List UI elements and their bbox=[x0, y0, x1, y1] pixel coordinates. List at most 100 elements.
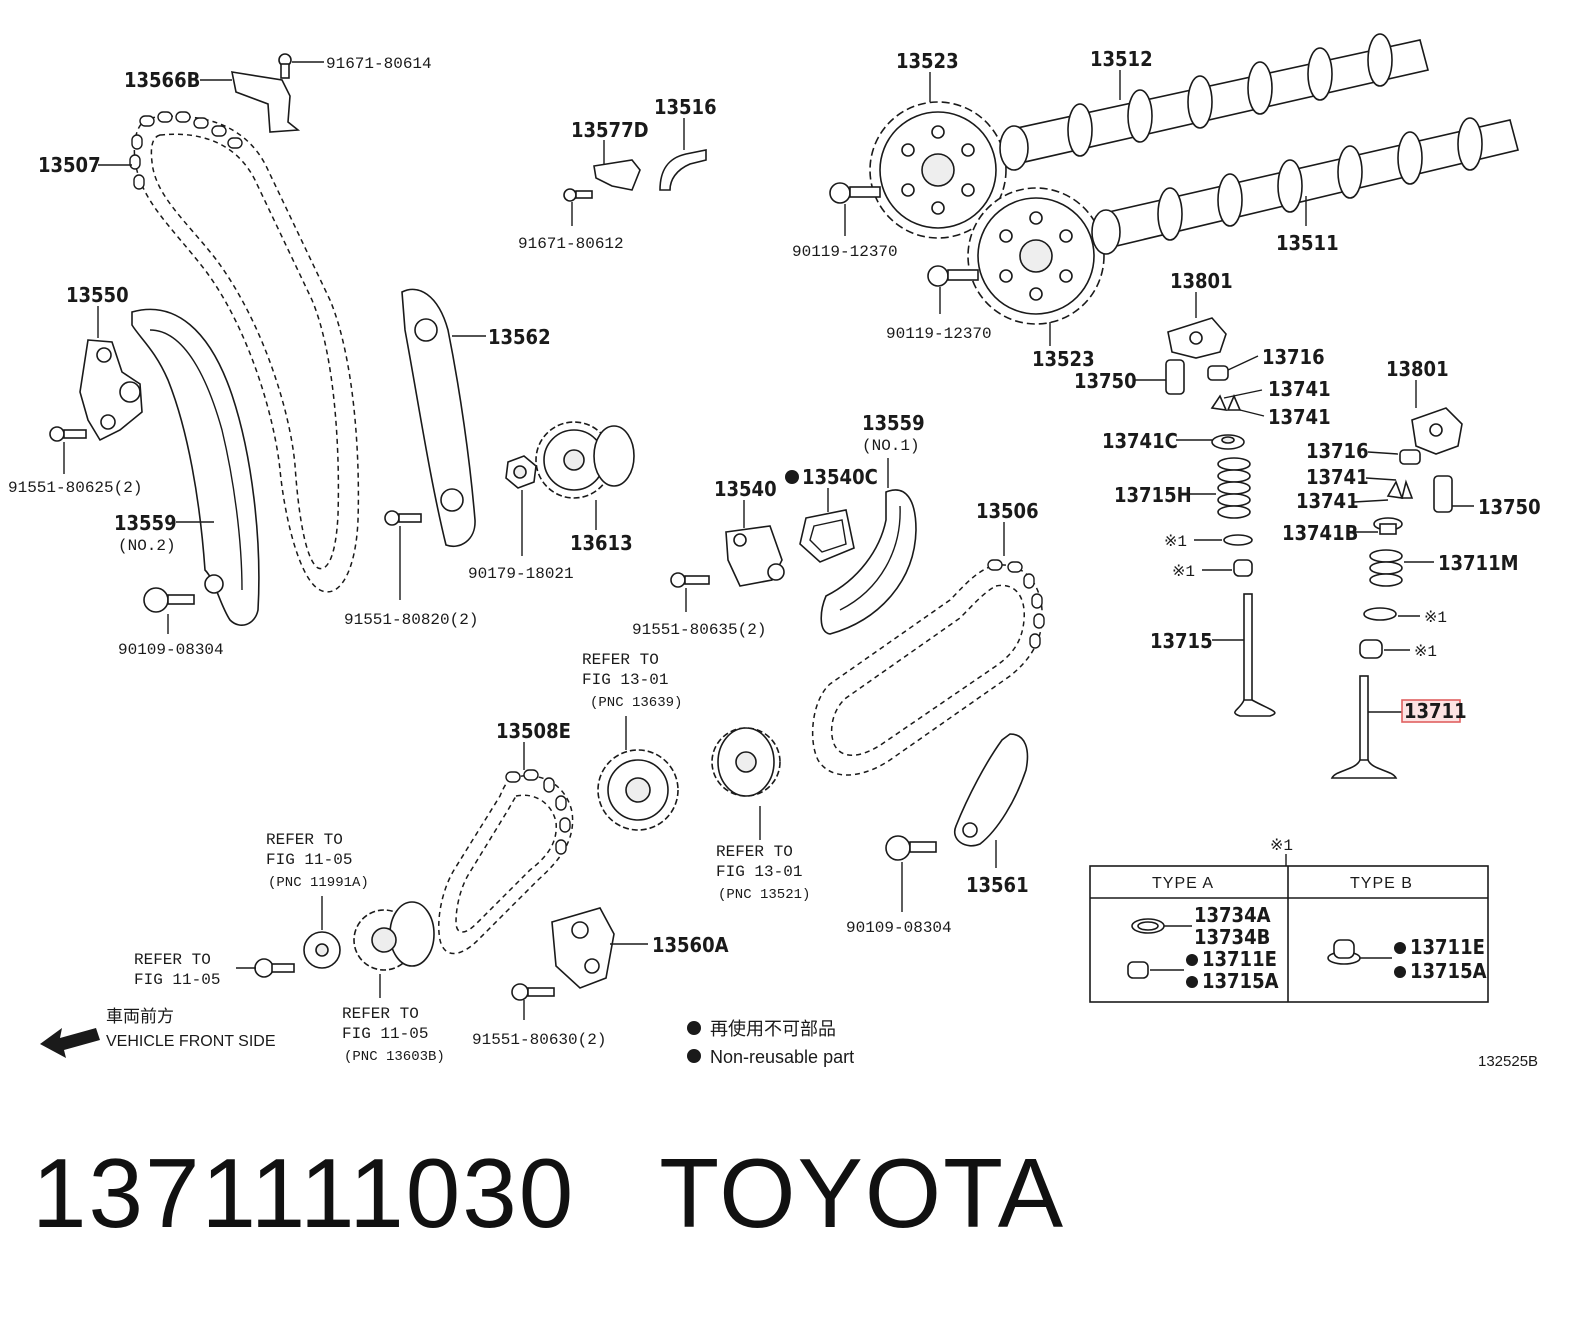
bolt-91671-80612[interactable] bbox=[563, 188, 593, 202]
label-13523-lower[interactable]: 13523 bbox=[1032, 347, 1095, 371]
sprocket-ref-13639[interactable] bbox=[597, 749, 679, 831]
tensioner-13540[interactable] bbox=[725, 525, 785, 587]
label-13577D[interactable]: 13577D bbox=[571, 118, 649, 142]
label-13506[interactable]: 13506 bbox=[976, 499, 1039, 523]
label-91671-80612[interactable]: 91671-80612 bbox=[518, 235, 624, 253]
label-13516[interactable]: 13516 bbox=[654, 95, 717, 119]
plate-13577D[interactable] bbox=[593, 159, 641, 191]
label-13750-left[interactable]: 13750 bbox=[1074, 369, 1137, 393]
crank-washer-ref-11991A[interactable] bbox=[303, 931, 341, 969]
chain-tensioner-13560A[interactable] bbox=[551, 907, 615, 989]
label-13507[interactable]: 13507 bbox=[38, 153, 101, 177]
bracket-13566B[interactable] bbox=[230, 71, 301, 133]
mark-1-a[interactable]: ※1 bbox=[1164, 533, 1187, 551]
label-13716-left[interactable]: 13716 bbox=[1262, 345, 1325, 369]
label-13741-c[interactable]: 13741 bbox=[1306, 465, 1369, 489]
label-90179-18021[interactable]: 90179-18021 bbox=[468, 565, 574, 583]
label-13741-a[interactable]: 13741 bbox=[1268, 377, 1331, 401]
label-90109-08304-right[interactable]: 90109-08304 bbox=[846, 919, 952, 937]
bolt-91551-80820[interactable] bbox=[384, 510, 422, 526]
camshaft-13512[interactable] bbox=[999, 33, 1429, 171]
sprocket-13613[interactable] bbox=[535, 421, 635, 499]
mark-1-d[interactable]: ※1 bbox=[1414, 643, 1437, 661]
spring-seat-left[interactable] bbox=[1223, 534, 1253, 546]
label-13750-right[interactable]: 13750 bbox=[1478, 495, 1541, 519]
valve-keeper-13741-right[interactable] bbox=[1386, 479, 1414, 499]
valve-seal-left[interactable] bbox=[1233, 559, 1253, 577]
timing-chain-13507[interactable] bbox=[129, 111, 360, 593]
crank-sprocket-ref-13603B[interactable] bbox=[353, 901, 435, 971]
label-13711[interactable]: 13711 bbox=[1404, 699, 1467, 723]
type-a-item-13711E[interactable]: 13711E bbox=[1202, 947, 1277, 971]
bolt-91551-80635[interactable] bbox=[670, 572, 710, 588]
label-13508E[interactable]: 13508E bbox=[496, 719, 571, 743]
ref-fig-11-05-pnc-13603B[interactable]: REFER TO FIG 11-05 (PNC 13603B) bbox=[342, 1005, 445, 1065]
crank-bolt-ref[interactable] bbox=[254, 958, 295, 978]
label-91671-80614[interactable]: 91671-80614 bbox=[326, 55, 432, 73]
label-91551-80625[interactable]: 91551-80625(2) bbox=[8, 479, 142, 497]
label-13512[interactable]: 13512 bbox=[1090, 47, 1153, 71]
chain-guide-13562[interactable] bbox=[401, 288, 476, 547]
rocker-arm-13801-left[interactable] bbox=[1167, 317, 1227, 359]
chain-tensioner-13550[interactable] bbox=[79, 339, 143, 442]
exhaust-valve-13711[interactable] bbox=[1330, 675, 1398, 779]
chain-slipper-13559-no2[interactable] bbox=[131, 308, 260, 626]
timing-chain-13506[interactable] bbox=[811, 559, 1045, 776]
label-13741-d[interactable]: 13741 bbox=[1296, 489, 1359, 513]
label-13559-no1-sub[interactable]: (NO.1) bbox=[862, 437, 920, 455]
spring-retainer-13741B[interactable] bbox=[1373, 517, 1403, 535]
label-13559-no1[interactable]: 13559 bbox=[862, 411, 925, 435]
mark-1-b[interactable]: ※1 bbox=[1172, 563, 1195, 581]
bolt-90119-12370-upper[interactable] bbox=[829, 182, 881, 204]
label-13711M[interactable]: 13711M bbox=[1438, 551, 1519, 575]
intake-valve-13715[interactable] bbox=[1234, 593, 1276, 717]
bolt-90109-08304-right[interactable] bbox=[885, 835, 937, 861]
nut-90179-18021[interactable] bbox=[505, 455, 537, 489]
valve-spring-13715H[interactable] bbox=[1217, 457, 1251, 519]
label-90119-12370-lower[interactable]: 90119-12370 bbox=[886, 325, 992, 343]
type-a-item-13715A[interactable]: 13715A bbox=[1202, 969, 1279, 993]
label-13561[interactable]: 13561 bbox=[966, 873, 1029, 897]
label-90119-12370-upper[interactable]: 90119-12370 bbox=[792, 243, 898, 261]
shim-13716-left[interactable] bbox=[1207, 365, 1229, 381]
cam-sprocket-13523-upper[interactable] bbox=[869, 101, 1007, 239]
shim-13716-right[interactable] bbox=[1399, 449, 1421, 465]
camshaft-13511[interactable] bbox=[1091, 117, 1519, 255]
label-91551-80630[interactable]: 91551-80630(2) bbox=[472, 1031, 606, 1049]
ref-fig-11-05-bolt[interactable]: REFER TO FIG 11-05 bbox=[134, 951, 220, 989]
label-13523-upper[interactable]: 13523 bbox=[896, 49, 959, 73]
bolt-91671-80614[interactable] bbox=[278, 53, 292, 79]
label-91551-80635[interactable]: 91551-80635(2) bbox=[632, 621, 766, 639]
label-13559-no2-sub[interactable]: (NO.2) bbox=[118, 537, 176, 555]
type-a-item-13734B[interactable]: 13734B bbox=[1194, 925, 1270, 949]
valve-spring-13711M[interactable] bbox=[1369, 549, 1403, 587]
timing-chain-13508E[interactable] bbox=[438, 769, 574, 955]
mark-1-c[interactable]: ※1 bbox=[1424, 609, 1447, 627]
pipe-13516[interactable] bbox=[659, 149, 707, 191]
type-b-item-13711E[interactable]: 13711E bbox=[1410, 935, 1485, 959]
label-13716-right[interactable]: 13716 bbox=[1306, 439, 1369, 463]
gasket-13540C[interactable] bbox=[799, 509, 855, 563]
valve-seal-right[interactable] bbox=[1359, 639, 1383, 659]
spring-retainer-13741C[interactable] bbox=[1211, 434, 1245, 450]
chain-guide-13561[interactable] bbox=[953, 733, 1029, 847]
ref-fig-13-01-pnc-13521[interactable]: REFER TO FIG 13-01 (PNC 13521) bbox=[716, 843, 810, 903]
type-a-item-13734A[interactable]: 13734A bbox=[1194, 903, 1271, 927]
label-90109-08304-left[interactable]: 90109-08304 bbox=[118, 641, 224, 659]
label-91551-80820[interactable]: 91551-80820(2) bbox=[344, 611, 478, 629]
label-13801-right[interactable]: 13801 bbox=[1386, 357, 1449, 381]
label-13511[interactable]: 13511 bbox=[1276, 231, 1339, 255]
label-13801-left[interactable]: 13801 bbox=[1170, 269, 1233, 293]
label-13741B[interactable]: 13741B bbox=[1282, 521, 1358, 545]
sprocket-ref-13521[interactable] bbox=[711, 727, 781, 797]
bolt-91551-80625[interactable] bbox=[49, 426, 87, 442]
label-13741C[interactable]: 13741C bbox=[1102, 429, 1178, 453]
label-13613[interactable]: 13613 bbox=[570, 531, 633, 555]
rocker-arm-13801-right[interactable] bbox=[1411, 407, 1463, 455]
lash-adjuster-13750-right[interactable] bbox=[1433, 475, 1453, 513]
bolt-91551-80630[interactable] bbox=[511, 983, 555, 1001]
label-13559-no2[interactable]: 13559 bbox=[114, 511, 177, 535]
label-13540C[interactable]: 13540C bbox=[802, 465, 878, 489]
chain-slipper-13559-no1[interactable] bbox=[820, 489, 917, 635]
bolt-90119-12370-lower[interactable] bbox=[927, 265, 979, 287]
